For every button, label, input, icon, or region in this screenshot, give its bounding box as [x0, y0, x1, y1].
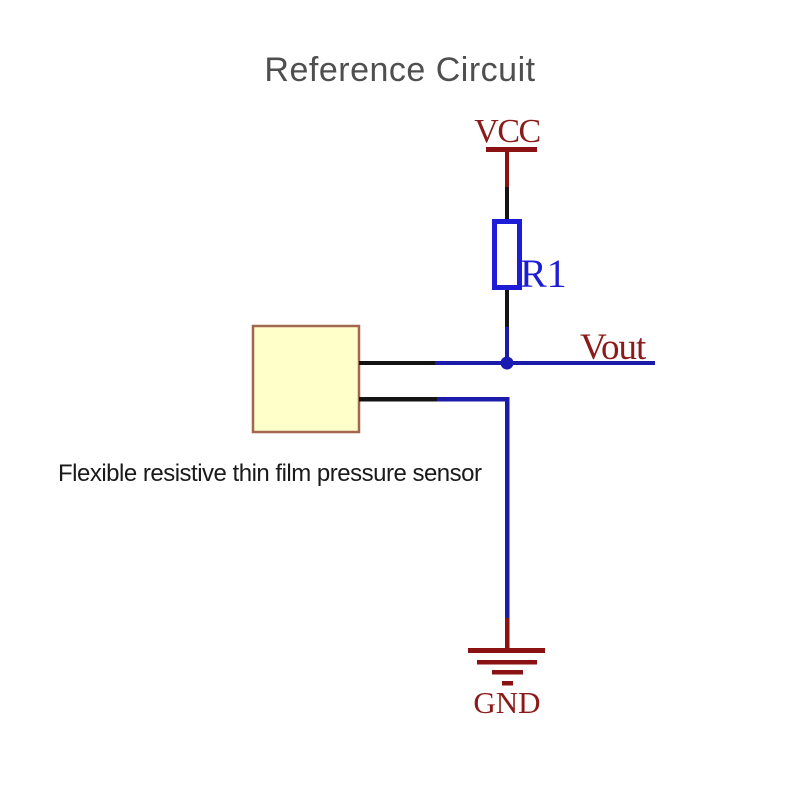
sensor-box: [251, 324, 361, 434]
wire-resistor-black-segment: [505, 290, 509, 327]
wire-vcc-red-segment: [505, 150, 509, 187]
resistor-r1-body: [492, 219, 522, 290]
ground-bar-4: [502, 681, 513, 686]
vout-label: Vout: [580, 327, 647, 368]
ground-bar-3: [492, 670, 523, 675]
page-title: Reference Circuit: [264, 51, 535, 89]
junction-dot: [500, 356, 514, 370]
vcc-rail-icon: [486, 147, 537, 152]
wire-vout-blue: [435, 361, 655, 365]
sensor-caption: Flexible resistive thin film pressure se…: [58, 460, 482, 487]
wire-sensor-bottom-blue: [437, 397, 509, 402]
ground-bar-1: [468, 648, 545, 653]
wire-sensor-bottom-black: [359, 397, 437, 402]
wire-sensor-top-black: [359, 361, 435, 365]
resistor-r1-label: R1: [520, 251, 567, 296]
wire-ground-vertical-blue: [505, 397, 510, 618]
ground-symbol-icon: [468, 648, 545, 686]
wire-vcc-black-segment: [505, 187, 509, 221]
ground-bar-2: [477, 660, 537, 665]
wire-resistor-blue-segment: [505, 327, 509, 365]
wire-ground-vertical-red: [505, 618, 510, 650]
gnd-label: GND: [473, 685, 540, 720]
vcc-label: VCC: [474, 113, 539, 150]
